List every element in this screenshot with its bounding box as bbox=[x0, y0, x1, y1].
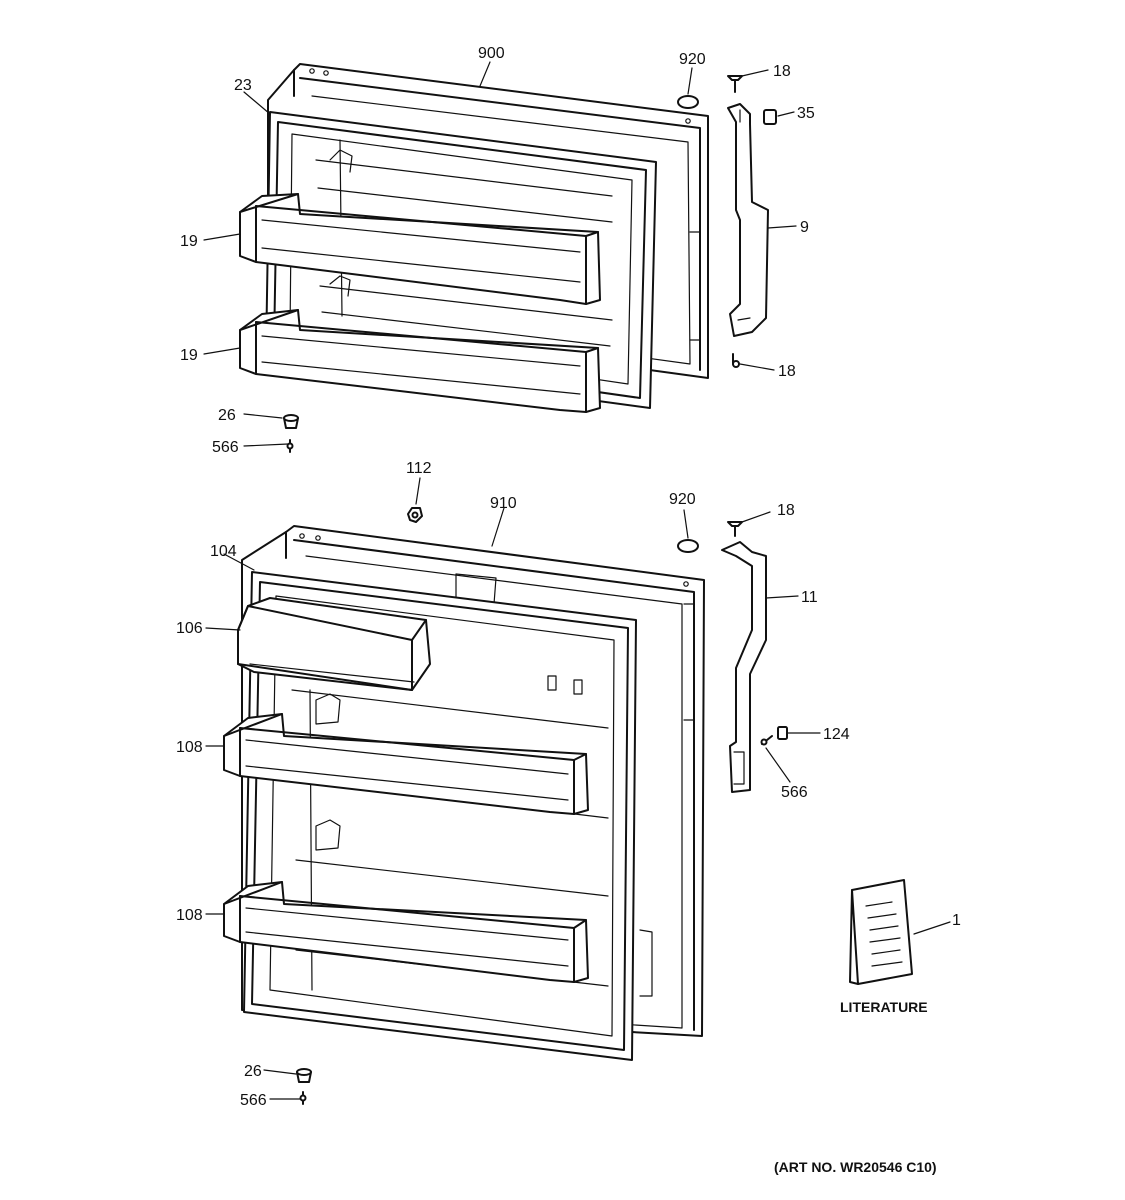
callout-11: 11 bbox=[801, 589, 818, 606]
grommet-112 bbox=[407, 507, 423, 523]
callout-920-bottom: 920 bbox=[669, 491, 696, 508]
freezer-hinge-bracket bbox=[727, 103, 769, 337]
screw-18-top bbox=[727, 75, 743, 93]
callout-23: 23 bbox=[234, 77, 252, 94]
callout-900: 900 bbox=[478, 45, 505, 62]
callout-9: 9 bbox=[800, 219, 809, 236]
callout-26-bottom: 26 bbox=[244, 1063, 262, 1080]
freezer-door-shelf-lower bbox=[239, 309, 601, 413]
callout-566-bottom: 566 bbox=[240, 1092, 267, 1109]
callout-920-top: 920 bbox=[679, 51, 706, 68]
fresh-food-door-assembly bbox=[223, 507, 788, 1105]
callout-124: 124 bbox=[823, 726, 850, 743]
callout-108-lower: 108 bbox=[176, 907, 203, 924]
fresh-food-hinge-bracket bbox=[721, 541, 767, 793]
dairy-compartment-door bbox=[237, 597, 431, 691]
callout-18-bottom: 18 bbox=[777, 502, 795, 519]
callout-26-top: 26 bbox=[218, 407, 236, 424]
callout-910: 910 bbox=[490, 495, 517, 512]
hinge-plug-920-top bbox=[677, 95, 699, 109]
screw-18-lower bbox=[732, 353, 740, 368]
literature-booklet bbox=[849, 879, 913, 985]
fresh-food-door-shelf-lower bbox=[223, 881, 589, 983]
cap-35 bbox=[763, 109, 777, 125]
callout-18-lower: 18 bbox=[778, 363, 796, 380]
freezer-door-assembly bbox=[239, 63, 777, 453]
literature-label: LITERATURE bbox=[840, 999, 928, 1015]
callout-108-upper: 108 bbox=[176, 739, 203, 756]
callout-18-top: 18 bbox=[773, 63, 791, 80]
callout-104: 104 bbox=[210, 543, 237, 560]
fresh-food-door-shelf-upper bbox=[223, 713, 589, 815]
freezer-door-shelf-upper bbox=[239, 193, 601, 305]
callout-19-lower: 19 bbox=[180, 347, 198, 364]
screw-566-hinge bbox=[760, 735, 773, 746]
callout-566-hinge: 566 bbox=[781, 784, 808, 801]
freezer-liner-ribs bbox=[315, 139, 613, 347]
screw-566-top bbox=[286, 439, 294, 453]
callout-112: 112 bbox=[406, 460, 432, 477]
screw-566-bottom bbox=[299, 1091, 307, 1105]
clip-124 bbox=[777, 726, 788, 740]
callout-106: 106 bbox=[176, 620, 203, 637]
hinge-plug-920-bottom bbox=[677, 539, 699, 553]
callout-566-top: 566 bbox=[212, 439, 239, 456]
callout-35: 35 bbox=[797, 105, 815, 122]
art-number: (ART NO. WR20546 C10) bbox=[774, 1159, 937, 1175]
callout-19-upper: 19 bbox=[180, 233, 198, 250]
stop-26-top bbox=[283, 414, 299, 429]
callout-labels: 900 920 18 35 23 9 19 19 18 26 566 112 9… bbox=[176, 45, 961, 1109]
callout-1: 1 bbox=[952, 912, 961, 929]
screw-18-bottom bbox=[727, 521, 743, 537]
stop-26-bottom bbox=[296, 1068, 312, 1083]
leader-lines bbox=[203, 61, 951, 1100]
